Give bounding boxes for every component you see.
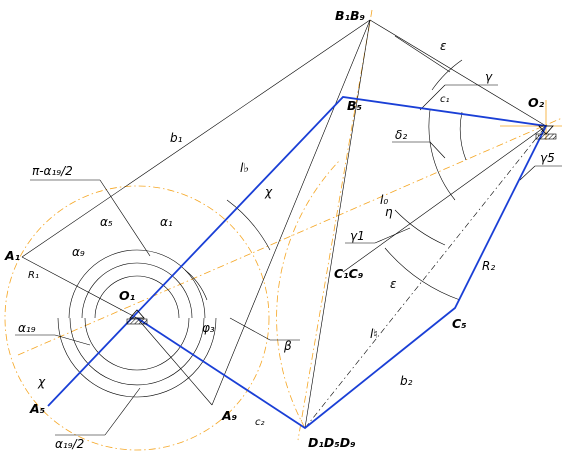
linkage	[47, 96, 548, 430]
label-c1: c₁	[440, 94, 450, 105]
label-c2: c₂	[255, 417, 265, 428]
line-a1-o1	[21, 256, 138, 319]
label-alpha19-2: α₁₉/2	[55, 437, 84, 451]
orange-construction	[4, 9, 563, 451]
label-o1: O₁	[119, 288, 135, 303]
label-beta: β	[283, 339, 292, 353]
line-b1-d	[304, 19, 371, 429]
arc-chi-small	[184, 269, 208, 301]
arc-chi-top	[226, 199, 271, 251]
line-c1-o2	[342, 125, 547, 273]
arc-delta2	[428, 109, 456, 201]
label-delta2: δ₂	[395, 128, 407, 142]
arc-phi3	[84, 317, 190, 371]
pivot-o1	[129, 309, 145, 319]
labels: B₁B₉ B₅ O₂ O₁ A₁ A₅ A₉ C₁C₉ C₅ D₁D₅D₉ ε …	[4, 8, 555, 451]
label-ld: l♮	[370, 327, 378, 341]
line-a1-b1	[21, 19, 371, 258]
arc-alpha9	[68, 249, 206, 319]
leader-alpha19-2	[104, 387, 141, 436]
label-chi-top: χ	[264, 185, 273, 199]
label-r1: R₁	[28, 270, 39, 281]
leader-gamma	[419, 84, 446, 111]
arc-alpha5	[81, 262, 193, 319]
label-a9: A₉	[221, 408, 238, 423]
label-r2: R₂	[482, 259, 495, 273]
black-construction	[15, 19, 562, 436]
crank-circle	[4, 185, 270, 451]
construction-line-b	[297, 9, 373, 441]
label-lb: l♭	[240, 161, 249, 175]
linkage-chain	[47, 96, 548, 430]
label-alpha5: α₅	[100, 215, 113, 229]
label-c1c9: C₁C₉	[334, 266, 364, 281]
leader-gamma1	[374, 227, 411, 244]
label-gamma: γ	[485, 70, 493, 84]
label-gamma1: γ1	[350, 229, 365, 243]
label-a1: A₁	[4, 248, 20, 263]
label-b1b9: B₁B₉	[335, 8, 366, 23]
label-alpha1: α₁	[160, 215, 173, 229]
line-b1-o2	[369, 19, 547, 127]
label-alpha9: α₉	[72, 245, 85, 259]
label-d1d5d9: D₁D₅D₉	[308, 435, 356, 450]
leader-pi-alpha	[99, 179, 151, 257]
line-d-o2	[304, 125, 547, 429]
label-b1: b₁	[170, 131, 183, 145]
arc-gamma	[460, 111, 467, 161]
leader-alpha19	[54, 334, 91, 346]
label-phi3: φ₃	[202, 321, 215, 335]
pivot-o2-base	[535, 133, 557, 140]
arc-alpha19-inner	[69, 317, 205, 386]
pivot-o2	[538, 125, 554, 135]
arc-eps-mid	[384, 247, 461, 301]
label-b5: B₅	[347, 98, 362, 113]
arc-gamma1	[394, 209, 446, 246]
label-l0: l₀	[380, 193, 388, 207]
angle-arcs-o2	[226, 109, 467, 301]
angle-arcs-o1	[57, 249, 217, 398]
label-b2: b₂	[400, 374, 413, 388]
dim-eps-top	[394, 35, 451, 73]
label-eta: η	[385, 205, 393, 219]
leader-beta	[229, 317, 271, 341]
rocker-arc	[276, 159, 341, 429]
center-line	[17, 117, 563, 356]
pivots	[126, 125, 557, 325]
arc-alpha1	[94, 275, 180, 319]
label-chi-bottom: χ	[37, 375, 46, 389]
label-o2: O₂	[528, 95, 545, 110]
label-pi-alpha: π-α₁₉/2	[32, 164, 73, 178]
label-eps-top: ε	[440, 39, 447, 53]
arc-alpha19	[57, 317, 217, 398]
pivot-o1-base	[126, 318, 148, 325]
label-gamma5: γ5	[540, 151, 555, 165]
line-o1-a9	[136, 317, 213, 406]
arc-eps-top	[431, 59, 463, 91]
label-alpha19: α₁₉	[18, 321, 36, 335]
leader-delta	[429, 141, 446, 159]
label-eps-mid: ε	[390, 277, 397, 291]
label-a5: A₅	[29, 401, 45, 416]
label-c5: C₅	[452, 316, 467, 331]
leader-gamma5	[519, 165, 536, 181]
line-a9-b9	[211, 19, 371, 406]
